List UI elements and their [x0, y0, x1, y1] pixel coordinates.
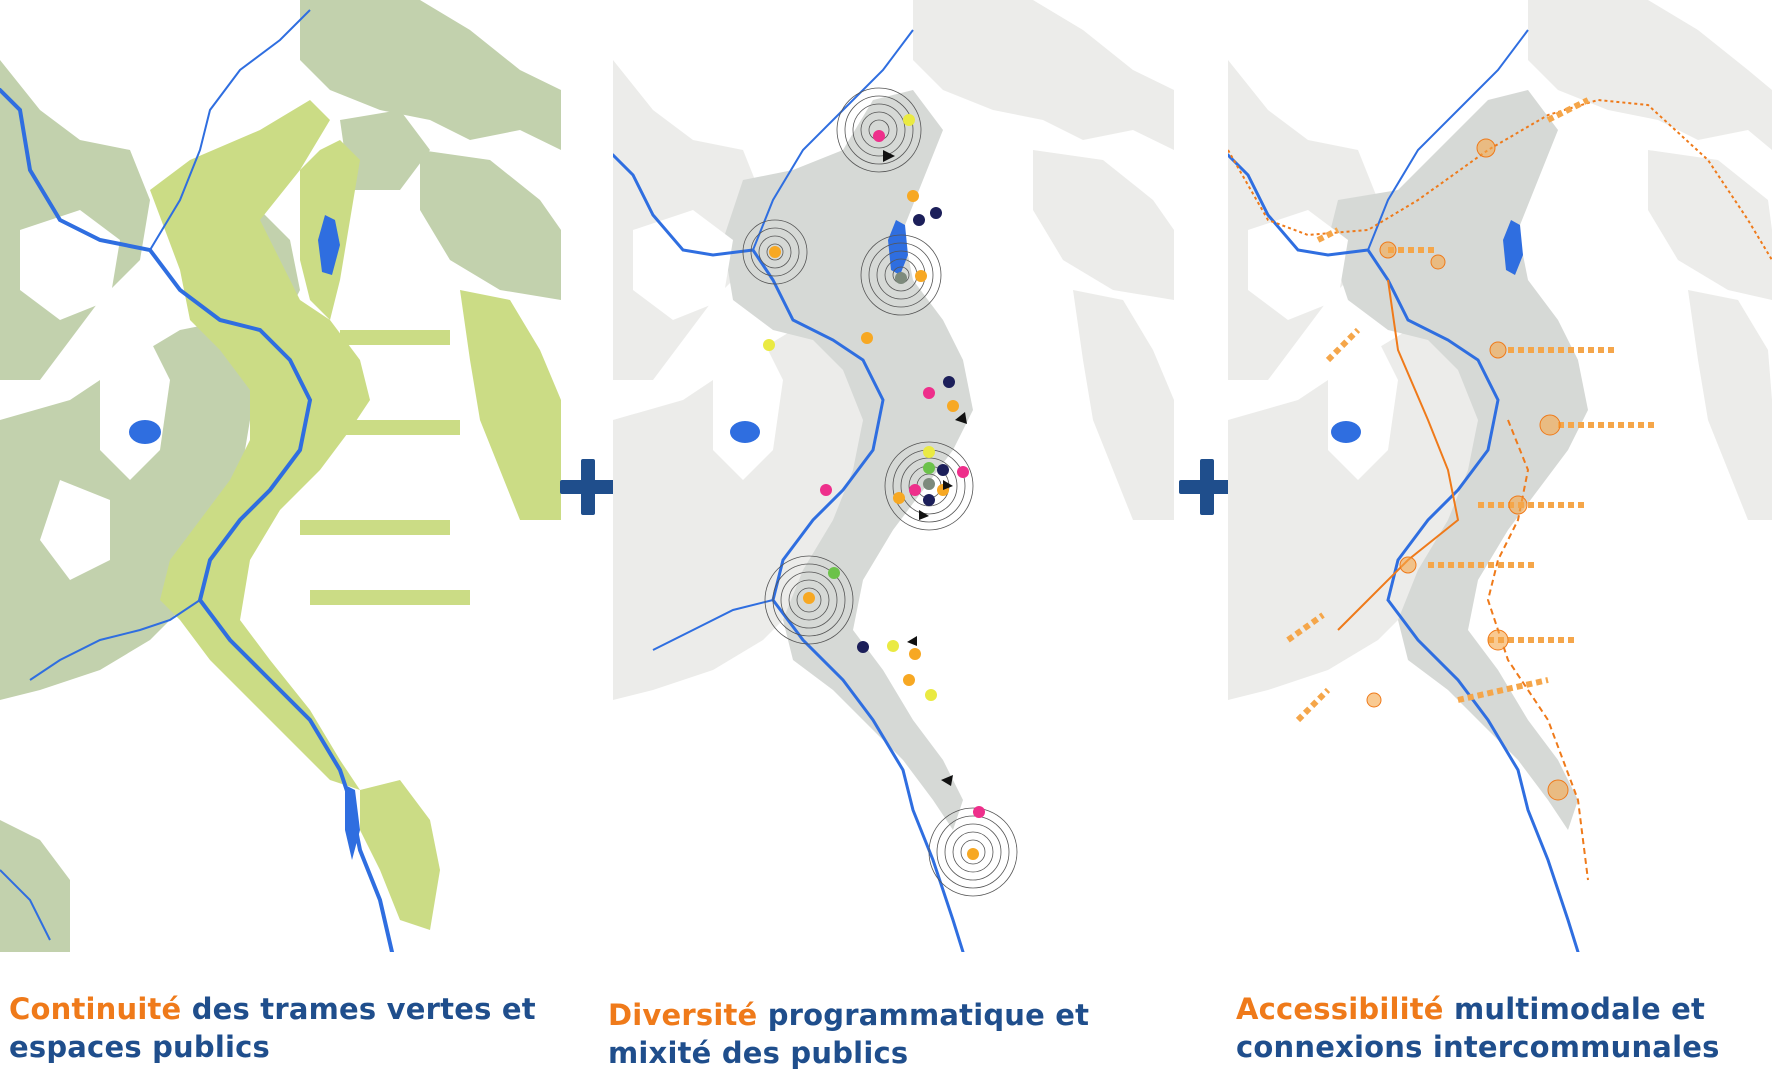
caption-line1: des trames vertes et — [181, 992, 536, 1026]
caption-keyword: Continuité — [9, 992, 182, 1026]
lake-north — [318, 215, 340, 275]
access-nodes — [1366, 138, 1569, 801]
grey-zone-corridor — [1328, 90, 1588, 830]
green-area-northeast — [420, 150, 561, 300]
caption-accessibilite: Accessibilité multimodale et connexions … — [1236, 990, 1720, 1066]
green-southern-park — [360, 780, 440, 930]
access-paths — [1228, 98, 1772, 881]
caption-line2: mixité des publics — [608, 1036, 909, 1070]
river-tributary-south — [0, 869, 51, 941]
entry-arrows — [883, 150, 967, 786]
plus-icon — [1175, 455, 1239, 519]
grey-zone-corridor — [723, 90, 973, 830]
caption-line2: connexions intercommunales — [1236, 1030, 1720, 1064]
caption-keyword: Accessibilité — [1236, 992, 1444, 1026]
map-panel-accessibilite — [1228, 0, 1772, 952]
caption-diversite: Diversité programmatique et mixité des p… — [608, 996, 1089, 1072]
caption-line1: programmatique et — [757, 998, 1090, 1032]
program-dots — [763, 114, 985, 860]
green-area-southwest — [0, 820, 70, 952]
green-corridor-main — [150, 100, 370, 790]
map-panel-continuite — [0, 0, 561, 952]
map-accessibilite — [1228, 0, 1772, 952]
catchment-circles — [742, 87, 1018, 897]
caption-continuite: Continuité des trames vertes et espaces … — [9, 990, 536, 1066]
green-east-parcel — [460, 290, 561, 520]
green-area-east-block — [340, 110, 430, 190]
green-area-north — [300, 0, 561, 150]
plus-icon — [556, 455, 620, 519]
river-main — [0, 88, 394, 952]
river-tributary-west — [29, 599, 201, 681]
caption-line2: espaces publics — [9, 1030, 270, 1064]
river-tributary-north — [149, 9, 311, 251]
access-arrows — [1286, 97, 1658, 723]
map-diversite — [613, 0, 1174, 952]
lake-south — [345, 785, 360, 860]
map-continuite — [0, 0, 561, 952]
map-panel-diversite — [613, 0, 1174, 952]
caption-keyword: Diversité — [608, 998, 758, 1032]
green-area-west-mid — [0, 320, 260, 700]
caption-line1: multimodale et — [1443, 992, 1706, 1026]
lake-west — [129, 420, 161, 444]
